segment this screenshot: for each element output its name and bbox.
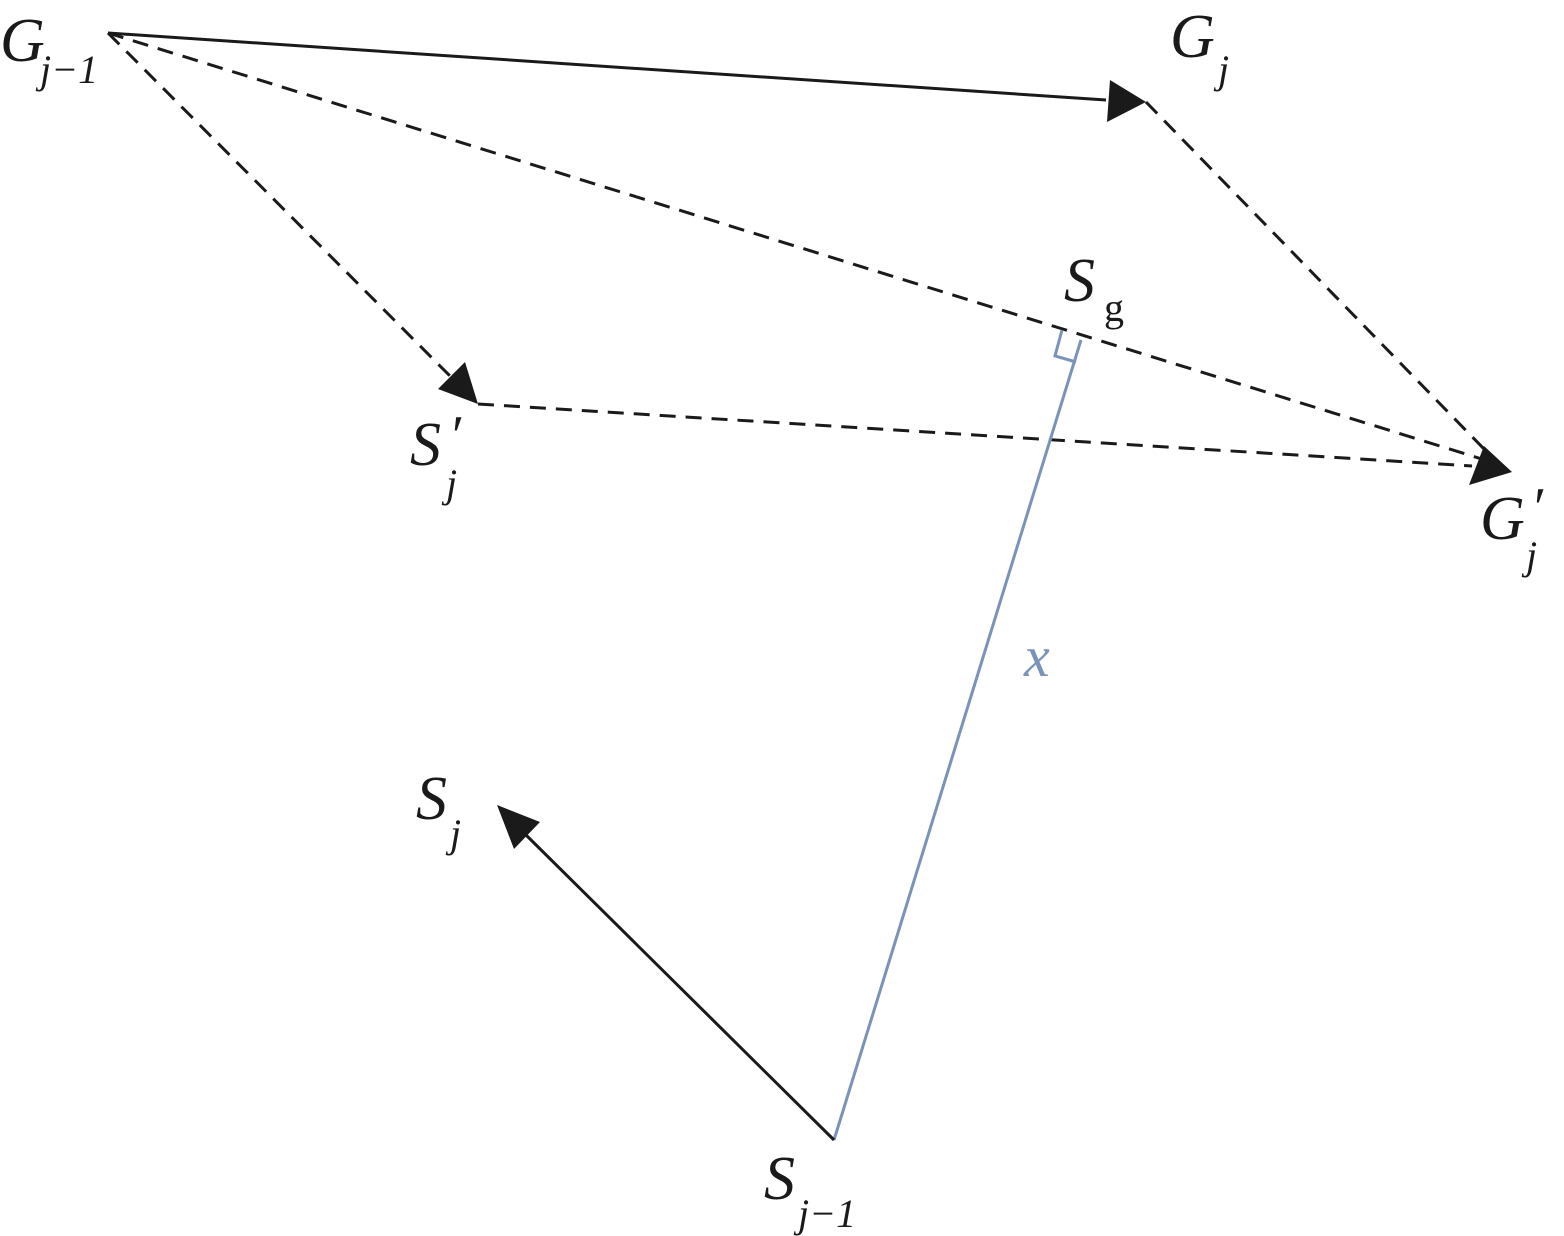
label-s-prev-main: S xyxy=(764,1145,795,1213)
right-angle-marker xyxy=(1053,329,1077,364)
label-s-prev-sub: j−1 xyxy=(798,1191,857,1236)
label-s-j-main: S xyxy=(416,765,447,833)
label-g-j-prime-mark: ′ xyxy=(1534,477,1547,539)
dashed-gprev-to-sjprime xyxy=(106,31,454,380)
label-s-g-main: S xyxy=(1064,247,1095,315)
arrow-sprev-to-sj xyxy=(523,832,836,1142)
label-s-j: S j xyxy=(416,765,461,854)
label-s-j-sub: j xyxy=(450,811,462,856)
label-g-j-prime-sub: j xyxy=(1526,533,1538,578)
label-g-prev-main: G xyxy=(0,7,45,75)
dashed-gj-to-gjprime xyxy=(1144,100,1487,452)
label-g-j: G j xyxy=(1170,3,1229,90)
label-g-j-prime-main: G xyxy=(1480,485,1525,553)
label-g-j-prime: G j ′ xyxy=(1480,480,1546,576)
arrow-gprev-to-gj xyxy=(107,31,1107,102)
perpendicular-x xyxy=(832,339,1083,1141)
arrowhead-sjprime xyxy=(438,362,478,404)
label-g-j-sub: j xyxy=(1218,47,1230,92)
label-s-j-prime-main: S xyxy=(410,411,441,479)
dashed-gprev-to-gjprime xyxy=(107,31,1486,462)
label-s-g: S g xyxy=(1064,247,1124,328)
label-g-j-main: G xyxy=(1170,3,1215,71)
arrowhead-sj xyxy=(497,805,540,849)
label-g-prev-sub: j−1 xyxy=(40,47,99,92)
label-s-prev: S j−1 xyxy=(764,1145,856,1234)
label-g-prev: G j−1 xyxy=(0,7,98,90)
label-s-g-sub: g xyxy=(1104,285,1124,330)
dashed-sjprime-to-gjprime xyxy=(477,402,1473,468)
arrowhead-gjprime xyxy=(1469,446,1512,485)
label-s-j-prime-sub: j xyxy=(446,461,458,506)
label-s-j-prime: S j ′ xyxy=(410,408,464,504)
label-x: x xyxy=(1024,624,1050,689)
arrowhead-gj xyxy=(1107,80,1146,122)
label-s-j-prime-mark: ′ xyxy=(452,405,465,467)
